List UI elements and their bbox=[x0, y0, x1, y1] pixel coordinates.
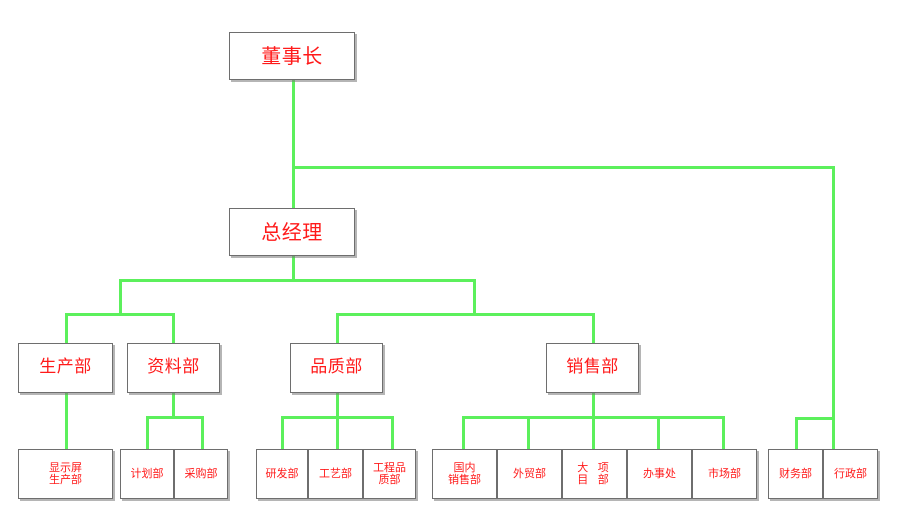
connector-quality-stem bbox=[336, 393, 339, 418]
node-rnd[interactable]: 研发部 bbox=[256, 449, 308, 499]
node-foreign-trade[interactable]: 外贸部 bbox=[497, 449, 562, 499]
connector-drop-domestic-sales bbox=[462, 416, 465, 449]
connector-left-cluster-bus bbox=[65, 313, 175, 316]
node-display-production[interactable]: 显示屏 生产部 bbox=[18, 449, 113, 499]
connector-production-stem bbox=[65, 393, 68, 449]
connector-gm-bus bbox=[119, 279, 476, 282]
node-sales[interactable]: 销售部 bbox=[546, 343, 639, 393]
connector-drop-purchasing bbox=[201, 416, 204, 449]
node-planning[interactable]: 计划部 bbox=[120, 449, 174, 499]
node-administration[interactable]: 行政部 bbox=[823, 449, 878, 499]
connector-right-branch-vertical bbox=[832, 166, 835, 419]
node-purchasing[interactable]: 采购部 bbox=[174, 449, 228, 499]
connector-materials-bus bbox=[146, 416, 204, 419]
connector-gm-drop-right bbox=[473, 279, 476, 316]
connector-drop-engineering-quality bbox=[391, 416, 394, 449]
node-domestic-sales[interactable]: 国内 销售部 bbox=[432, 449, 497, 499]
node-engineering-quality[interactable]: 工程品 质部 bbox=[363, 449, 416, 499]
connector-right-cluster-bus bbox=[336, 313, 595, 316]
node-finance[interactable]: 财务部 bbox=[768, 449, 823, 499]
node-chairman[interactable]: 董事长 bbox=[229, 32, 355, 80]
connector-drop-branch-office bbox=[657, 416, 660, 449]
connector-drop-sales bbox=[592, 313, 595, 343]
connector-gm-drop-left bbox=[119, 279, 122, 316]
node-general-manager[interactable]: 总经理 bbox=[229, 208, 355, 256]
connector-finance-admin-bus bbox=[795, 417, 835, 420]
connector-drop-process bbox=[336, 416, 339, 449]
connector-drop-planning bbox=[146, 416, 149, 449]
connector-drop-rnd bbox=[281, 416, 284, 449]
node-quality[interactable]: 品质部 bbox=[290, 343, 383, 393]
connector-drop-quality bbox=[336, 313, 339, 343]
connector-chairman-stem bbox=[292, 80, 295, 168]
connector-drop-administration bbox=[832, 417, 835, 449]
node-major-projects[interactable]: 大 项 目 部 bbox=[562, 449, 627, 499]
node-branch-office[interactable]: 办事处 bbox=[627, 449, 692, 499]
connector-drop-foreign-trade bbox=[527, 416, 530, 449]
connector-chairman-to-gm bbox=[292, 166, 295, 209]
connector-drop-materials bbox=[172, 313, 175, 343]
node-marketing[interactable]: 市场部 bbox=[692, 449, 757, 499]
node-materials[interactable]: 资料部 bbox=[127, 343, 220, 393]
node-production[interactable]: 生产部 bbox=[18, 343, 113, 393]
connector-sales-stem bbox=[592, 393, 595, 418]
node-process[interactable]: 工艺部 bbox=[308, 449, 363, 499]
connector-drop-finance bbox=[795, 417, 798, 449]
connector-chairman-to-right-branch bbox=[292, 166, 835, 169]
connector-drop-production bbox=[65, 313, 68, 343]
connector-drop-major-projects bbox=[592, 416, 595, 449]
connector-gm-stem bbox=[292, 256, 295, 282]
connector-materials-stem bbox=[172, 393, 175, 418]
connector-drop-marketing bbox=[722, 416, 725, 449]
